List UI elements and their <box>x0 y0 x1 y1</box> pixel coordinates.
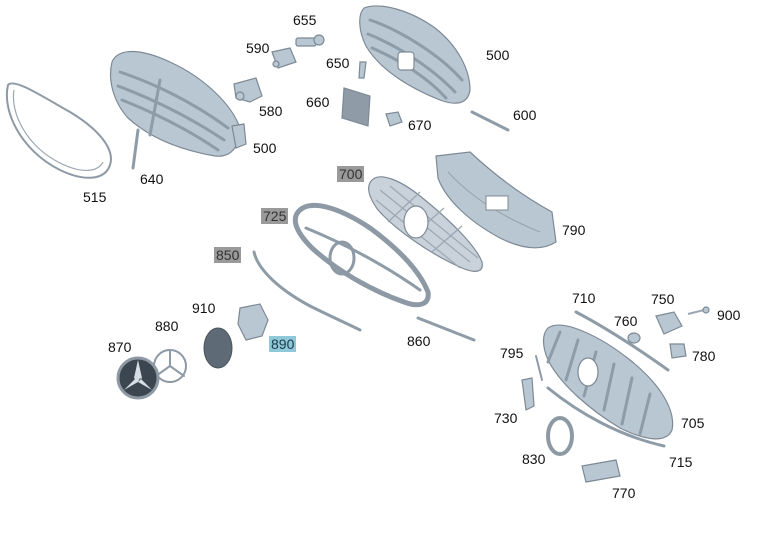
part-725-frame <box>292 203 431 308</box>
label-725: 725 <box>261 208 289 224</box>
part-795-trim <box>535 355 543 381</box>
label-730: 730 <box>494 410 518 426</box>
label-880: 880 <box>155 318 179 334</box>
label-860: 860 <box>407 333 431 349</box>
label-590: 590 <box>246 40 270 56</box>
label-650: 650 <box>326 55 350 71</box>
label-910: 910 <box>192 300 216 316</box>
label-750: 750 <box>651 291 675 307</box>
label-515: 515 <box>83 189 107 205</box>
part-910-disc <box>203 327 233 369</box>
label-790: 790 <box>562 222 586 238</box>
part-580-bracket <box>233 77 263 103</box>
label-640: 640 <box>140 171 164 187</box>
part-660-plate <box>341 87 371 127</box>
part-890-bracket <box>237 303 269 341</box>
part-650-clip <box>358 61 367 79</box>
part-500-grille-right <box>359 5 471 104</box>
part-730-bracket <box>521 377 535 411</box>
part-790-frame <box>435 151 557 249</box>
part-700-diamond-grille <box>368 176 483 272</box>
part-750-sensor <box>655 311 683 335</box>
label-700: 700 <box>337 166 365 182</box>
label-850: 850 <box>214 247 242 263</box>
part-830-ring <box>546 416 574 456</box>
part-870-emblem <box>116 356 160 400</box>
part-600-strip <box>470 110 510 132</box>
part-715-strip <box>546 386 666 448</box>
label-705: 705 <box>681 415 705 431</box>
label-715: 715 <box>669 454 693 470</box>
part-590-bracket <box>271 47 297 69</box>
label-830: 830 <box>522 451 546 467</box>
part-500-grille-left <box>109 51 247 157</box>
label-780: 780 <box>692 348 716 364</box>
part-515-trim-ring <box>5 82 112 179</box>
label-710: 710 <box>572 290 596 306</box>
part-780-sensor <box>669 343 687 359</box>
part-850-strip <box>252 250 362 332</box>
label-580: 580 <box>259 103 283 119</box>
part-710-strip <box>574 310 670 372</box>
label-660: 660 <box>306 94 330 110</box>
label-670: 670 <box>408 117 432 133</box>
label-900: 900 <box>717 307 741 323</box>
part-860-strip <box>416 316 476 342</box>
label-760: 760 <box>614 313 638 329</box>
label-500-right: 500 <box>486 47 510 63</box>
part-670-plug <box>385 111 403 127</box>
part-760-sensor <box>627 332 641 344</box>
label-500-left: 500 <box>253 140 277 156</box>
label-600: 600 <box>513 107 537 123</box>
label-870: 870 <box>108 339 132 355</box>
label-770: 770 <box>612 485 636 501</box>
part-640-strip <box>131 128 140 170</box>
label-890: 890 <box>269 336 297 352</box>
part-900-screw <box>687 306 710 315</box>
part-770-box <box>581 459 621 483</box>
part-655-bolt <box>295 34 325 47</box>
label-795: 795 <box>500 345 524 361</box>
label-655: 655 <box>293 12 317 28</box>
part-705-grille <box>542 324 674 440</box>
